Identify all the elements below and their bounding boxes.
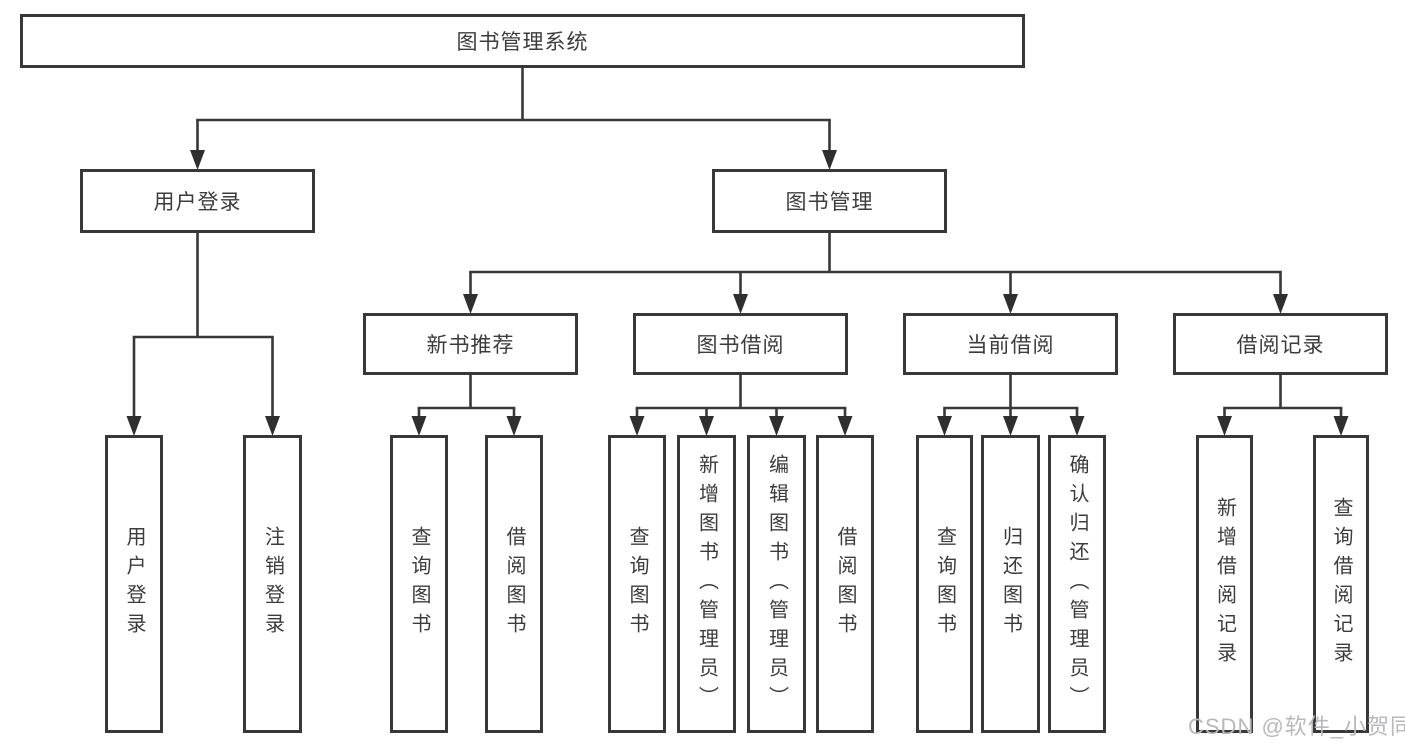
watermark: CSDN @软件_小贺同学 <box>1188 714 1405 739</box>
node-leaf-bb-query-books: 查询图书 <box>608 435 666 733</box>
arrowhead-down-icon <box>265 416 280 436</box>
node-leaf-bb-add-books: 新增图书（管理员） <box>677 435 736 733</box>
arrowhead-down-icon <box>1069 416 1085 436</box>
node-book-borrowing: 图书借阅 <box>633 313 848 375</box>
node-leaf-logout-login: 注销登录 <box>243 435 302 733</box>
node-leaf-nbr-query-books: 查询图书 <box>390 435 448 733</box>
node-label: 编辑图书（管理员） <box>765 453 788 715</box>
arrowhead-down-icon <box>733 294 748 314</box>
node-label: 查询借阅记录 <box>1330 497 1352 671</box>
node-label: 图书管理 <box>785 191 874 214</box>
node-label: 查询图书 <box>933 526 956 642</box>
node-leaf-bb-borrow-books: 借阅图书 <box>816 435 874 733</box>
node-label: 图书借阅 <box>696 334 785 357</box>
arrowhead-down-icon <box>1003 416 1018 436</box>
node-label: 新书推荐 <box>426 334 515 357</box>
node-leaf-br-add-record: 新增借阅记录 <box>1196 435 1253 733</box>
node-label: 用户登录 <box>123 526 145 642</box>
node-label: 借阅图书 <box>834 526 856 642</box>
node-label: 借阅图书 <box>503 526 525 642</box>
node-leaf-user-login: 用户登录 <box>105 435 163 733</box>
node-current-borrowing: 当前借阅 <box>903 313 1118 375</box>
arrowhead-down-icon <box>126 416 142 436</box>
arrowhead-down-icon <box>1217 416 1232 436</box>
arrowhead-down-icon <box>1273 294 1288 314</box>
node-leaf-bb-edit-books: 编辑图书（管理员） <box>747 435 806 733</box>
node-label: 借阅记录 <box>1236 334 1325 357</box>
node-book-management: 图书管理 <box>712 169 947 233</box>
node-label: 查询图书 <box>408 526 430 642</box>
node-user-login: 用户登录 <box>80 169 315 233</box>
arrowhead-down-icon <box>506 416 522 436</box>
arrowhead-down-icon <box>769 416 784 436</box>
node-borrow-records: 借阅记录 <box>1173 313 1388 375</box>
arrowhead-down-icon <box>822 150 837 170</box>
node-new-book-recommend: 新书推荐 <box>363 313 578 375</box>
arrowhead-down-icon <box>411 416 427 436</box>
node-leaf-cb-confirm-return: 确认归还（管理员） <box>1048 435 1106 733</box>
arrowhead-down-icon <box>190 150 205 170</box>
arrowhead-down-icon <box>699 416 714 436</box>
node-label: 当前借阅 <box>966 334 1055 357</box>
node-label: 新增图书（管理员） <box>695 453 718 715</box>
arrowhead-down-icon <box>463 294 478 314</box>
node-label: 新增借阅记录 <box>1213 497 1236 671</box>
arrowhead-down-icon <box>1333 416 1349 436</box>
arrowhead-down-icon <box>837 416 853 436</box>
node-label: 查询图书 <box>626 526 648 642</box>
node-root: 图书管理系统 <box>20 14 1025 68</box>
node-leaf-br-query-record: 查询借阅记录 <box>1313 435 1369 733</box>
node-leaf-cb-query-books: 查询图书 <box>916 435 973 733</box>
node-leaf-nbr-borrow-books: 借阅图书 <box>485 435 543 733</box>
node-label: 用户登录 <box>153 191 242 214</box>
node-leaf-cb-return-books: 归还图书 <box>981 435 1040 733</box>
node-label: 确认归还（管理员） <box>1066 453 1088 715</box>
arrowhead-down-icon <box>937 416 952 436</box>
node-label: 注销登录 <box>261 526 284 642</box>
arrowhead-down-icon <box>629 416 645 436</box>
node-label: 图书管理系统 <box>456 31 589 54</box>
node-label: 归还图书 <box>999 526 1022 642</box>
arrowhead-down-icon <box>1003 294 1018 314</box>
